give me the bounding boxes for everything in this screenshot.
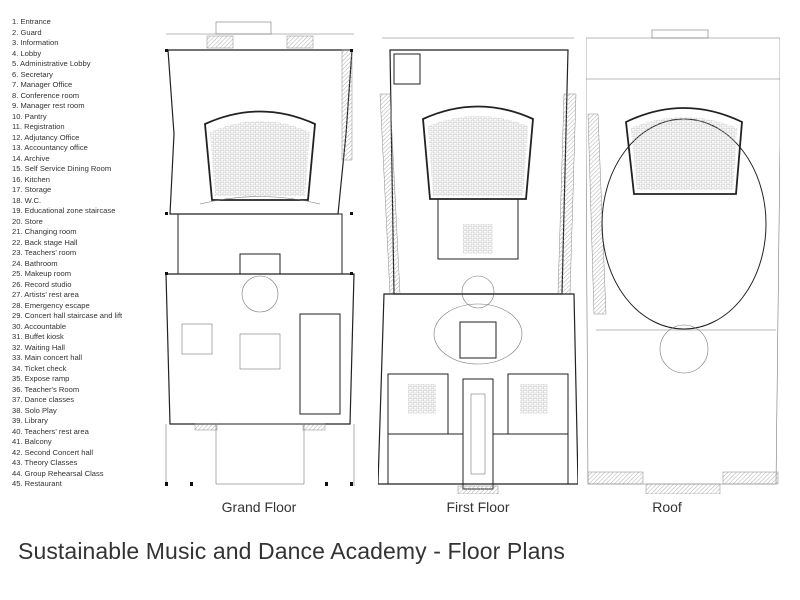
- legend-item: 43. Theory Classes: [12, 458, 78, 467]
- legend-item: 17. Storage: [12, 185, 52, 194]
- legend-item: 36. Teacher's Room: [12, 384, 80, 394]
- roof-plan: [586, 24, 780, 494]
- legend-item: 7. Manager Office: [12, 80, 73, 89]
- legend-item: 20. Store: [12, 216, 43, 226]
- roof-label: Roof: [652, 499, 682, 515]
- legend-item: 39. Library: [12, 416, 48, 425]
- legend-item: 25. Makeup room: [12, 269, 72, 278]
- first-floor-label: First Floor: [446, 499, 510, 515]
- legend-item: 29. Concert hall staircase and lift: [12, 311, 123, 320]
- grand-floor-label: Grand Floor: [221, 499, 297, 515]
- legend-item: 38. Solo Play: [12, 405, 57, 415]
- legend-item: 13. Accountancy office: [12, 143, 88, 152]
- legend-item: 27. Artists' rest area: [12, 290, 79, 299]
- legend-item: 37. Dance classes: [12, 395, 75, 404]
- legend-item: 21. Changing room: [12, 227, 77, 236]
- legend-item: 3. Information: [12, 38, 59, 47]
- legend-item: 4. Lobby: [12, 48, 42, 58]
- legend-item: 24. Bathroom: [12, 258, 58, 268]
- page-title: Sustainable Music and Dance Academy - Fl…: [18, 538, 565, 564]
- legend-item: 26. Record studio: [12, 279, 72, 289]
- legend-item: 31. Buffet kiosk: [12, 332, 64, 341]
- legend-item: 28. Emergency escape: [12, 300, 90, 310]
- legend-item: 42. Second Concert hall: [12, 447, 94, 457]
- legend-item: 22. Back stage Hall: [12, 237, 78, 247]
- legend-item: 2. Guard: [12, 27, 42, 37]
- legend-item: 40. Teachers' rest area: [12, 426, 89, 436]
- legend-item: 32. Waiting Hall: [12, 342, 65, 352]
- legend-item: 11. Registration: [12, 122, 65, 131]
- legend-item: 16. Kitchen: [12, 174, 50, 184]
- legend-item: 12. Adjutancy Office: [12, 132, 80, 142]
- legend-item: 8. Conference room: [12, 90, 80, 100]
- legend-item: 14. Archive: [12, 153, 50, 163]
- legend-item: 35. Expose ramp: [12, 374, 70, 383]
- legend-item: 44. Group Rehearsal Class: [12, 468, 104, 478]
- legend-item: 6. Secretary: [12, 69, 53, 79]
- legend-item: 18. W.C.: [12, 195, 42, 205]
- legend-item: 41. Balcony: [12, 437, 52, 446]
- legend-item: 9. Manager rest room: [12, 101, 85, 110]
- legend-item: 33. Main concert hall: [12, 353, 83, 362]
- grand-floor-plan: [160, 14, 360, 494]
- legend-item: 23. Teachers' room: [12, 248, 77, 257]
- legend-item: 45. Restaurant: [12, 479, 62, 488]
- legend-item: 34. Ticket check: [12, 363, 67, 373]
- legend: 1. Entrance 2. Guard 3. Information 4. L…: [12, 17, 162, 490]
- first-floor-plan: [378, 14, 578, 494]
- legend-item: 10. Pantry: [12, 111, 47, 121]
- legend-item: 15. Self Service Dining Room: [12, 164, 112, 173]
- legend-item: 19. Educational zone staircase: [12, 206, 116, 215]
- legend-item: 5. Administrative Lobby: [12, 59, 91, 68]
- legend-item: 30. Accountable: [12, 321, 67, 331]
- legend-item: 1. Entrance: [12, 17, 51, 26]
